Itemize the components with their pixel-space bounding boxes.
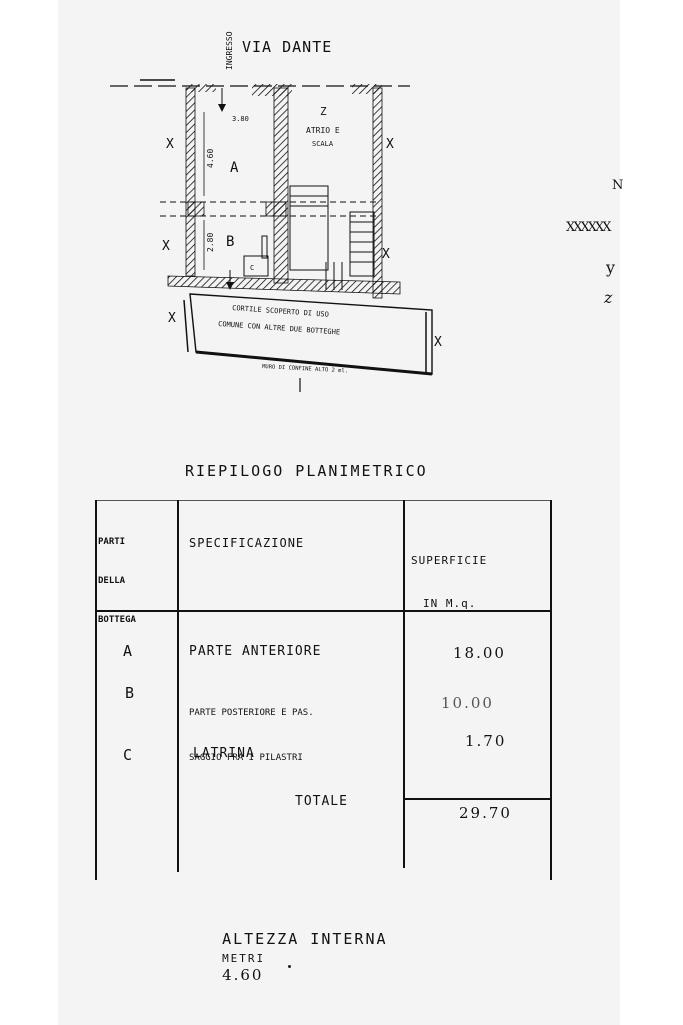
atrium-label: ATRIO E <box>306 126 340 135</box>
neighbor-mark: X <box>162 239 170 254</box>
wall-front-mid <box>252 84 292 96</box>
total-label: TOTALE <box>295 794 348 809</box>
ink-dot <box>288 965 291 968</box>
row-c-part: C <box>123 746 134 764</box>
wall-front-right <box>352 84 382 94</box>
neighbor-mark: X <box>386 137 394 152</box>
row-a-area: 18.00 <box>453 644 506 662</box>
neighbor-mark: X <box>434 335 442 350</box>
summary-table: PARTI DELLA BOTTEGA SPECIFICAZIONE SUPER… <box>95 500 552 885</box>
legend-letter: N <box>612 178 624 193</box>
room-a-label: A <box>230 160 239 176</box>
legend-z: z <box>604 288 613 307</box>
row-c-specification: LATRINA <box>193 746 255 761</box>
room-b-label: B <box>226 234 234 250</box>
neighbor-mark: X <box>382 247 390 262</box>
wall-middle <box>273 87 289 284</box>
header-specification: SPECIFICAZIONE <box>189 536 305 550</box>
dimension-a-depth: 4.60 <box>206 149 215 168</box>
row-b-specification: PARTE POSTERIORE E PAS. SAGGIO FRA I PIL… <box>189 708 314 763</box>
summary-title: RIEPILOGO PLANIMETRICO <box>185 462 428 480</box>
internal-height: ALTEZZA INTERNA METRI 4.60 <box>200 912 388 984</box>
internal-height-label: ALTEZZA INTERNA <box>222 930 388 948</box>
dimension-b-depth: 2.80 <box>206 233 215 252</box>
wall-left <box>185 87 196 277</box>
dimension-width: 3.80 <box>232 115 249 123</box>
entrance-label: INGRESSO <box>225 31 234 70</box>
boundary-wall-label: MURO DI CONFINE ALTO 2 ml. <box>262 364 348 374</box>
drawing-sheet <box>58 0 620 1025</box>
courtyard-label-1: CORTILE SCOPERTO DI USO <box>232 304 329 319</box>
street-label: VIA DANTE <box>242 38 332 56</box>
header-area: SUPERFICIE IN M.q. <box>411 554 488 610</box>
legend-x-line: XXXXXX <box>566 220 612 235</box>
row-a-specification: PARTE ANTERIORE <box>189 644 322 659</box>
row-c-area: 1.70 <box>465 732 507 750</box>
internal-height-unit: METRI <box>222 952 266 965</box>
legend-y: y <box>606 258 616 277</box>
floor-plan: VIA DANTE INGRESSO A B C Z ATRIO E SCALA… <box>110 31 442 392</box>
neighbor-mark: X <box>166 137 174 152</box>
row-b-part: B <box>125 684 136 702</box>
neighbor-mark: X <box>168 311 176 326</box>
wall-front-left <box>186 84 216 92</box>
staircase <box>289 185 329 271</box>
room-z-label: Z <box>320 105 327 118</box>
stairs-label: SCALA <box>312 140 334 148</box>
header-parts: PARTI DELLA BOTTEGA <box>98 537 136 625</box>
total-value: 29.70 <box>459 804 512 822</box>
courtyard-label-2: COMUNE CON ALTRE DUE BOTTEGHE <box>218 320 340 337</box>
latrine <box>243 255 269 277</box>
row-b-area: 10.00 <box>441 694 494 712</box>
room-c-label: C <box>250 264 254 272</box>
internal-height-value: 4.60 <box>222 966 264 984</box>
row-a-part: A <box>123 642 134 660</box>
